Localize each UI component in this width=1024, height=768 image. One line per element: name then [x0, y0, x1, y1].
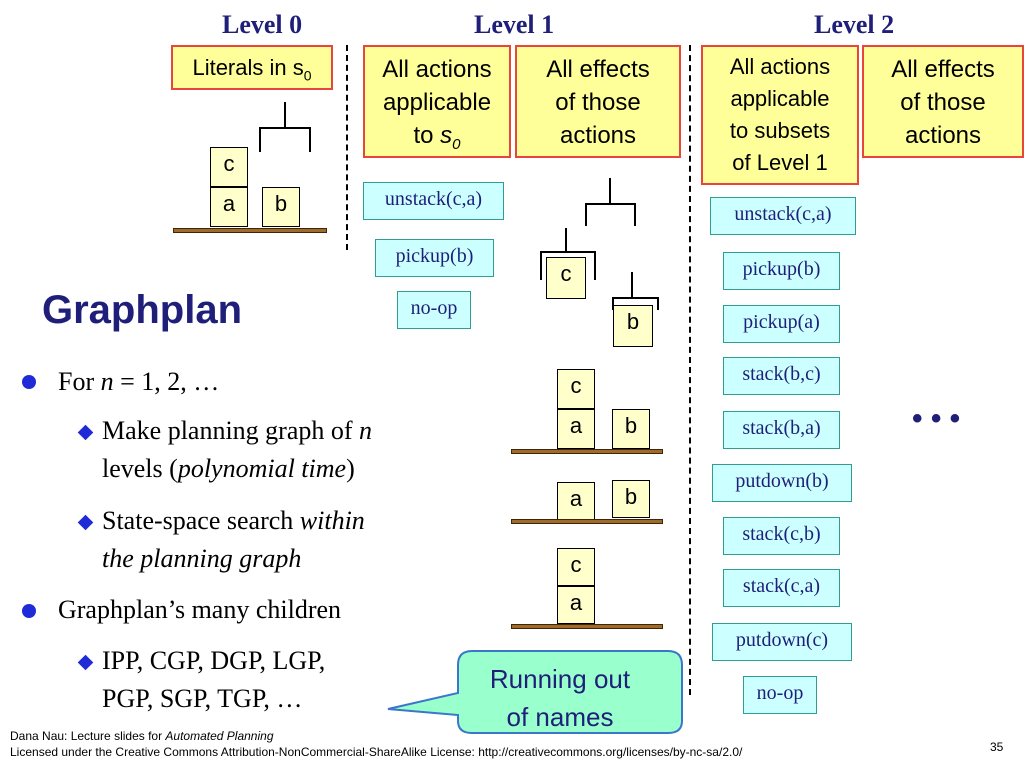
action-box: unstack(c,a) — [710, 197, 856, 235]
action-box: no-op — [743, 676, 817, 714]
sub-bullet-2-em2: the planning graph — [102, 543, 302, 573]
sub-bullet-1-n: n — [359, 416, 373, 445]
sub-bullet-1: Make planning graph of n levels (polynomi… — [102, 412, 372, 487]
level-2-heading: Level 2 — [814, 10, 895, 39]
level2-actions-line: applicable — [730, 86, 830, 111]
action-box: putdown(c) — [712, 623, 852, 661]
level1-effects-line: actions — [559, 122, 637, 149]
footer-line-1: Dana Nau: Lecture slides for Automated P… — [10, 729, 274, 743]
action-box: stack(c,b) — [723, 517, 840, 555]
block-b: b — [262, 187, 300, 227]
block-a: a — [557, 409, 595, 449]
footer-license: Licensed under the Creative Commons Attr… — [10, 745, 743, 759]
action-box: stack(c,a) — [723, 569, 840, 607]
level2-effects-line: actions — [904, 122, 982, 149]
bullet-icon — [22, 375, 36, 389]
gripper-icon — [612, 272, 659, 310]
bullet-1-pre: For — [58, 367, 101, 396]
level2-effects-line: of those — [900, 89, 986, 116]
level2-effects-note: All effects of those actions — [862, 45, 1024, 158]
table — [511, 449, 663, 454]
action-box: pickup(b) — [723, 252, 840, 290]
level-separator — [689, 45, 691, 695]
table — [511, 624, 663, 629]
action-box: pickup(a) — [723, 305, 840, 343]
bullet-2: Graphplan’s many children — [58, 595, 342, 624]
level2-actions-line: All actions — [729, 54, 831, 79]
level1-actions-line: applicable — [382, 89, 492, 116]
block-c: c — [210, 147, 248, 187]
block-c: c — [546, 257, 586, 299]
bullet-1: For n = 1, 2, … — [58, 363, 219, 401]
block-b: b — [612, 480, 650, 518]
action-box: putdown(b) — [712, 464, 852, 502]
sub-bullet-3-line1: IPP, CGP, DGP, LGP, — [102, 646, 326, 675]
level-separator — [346, 45, 348, 250]
sub-bullet-2: State-space search within the planning gr… — [102, 502, 365, 577]
block-c: c — [557, 548, 595, 586]
action-box: no-op — [397, 291, 471, 329]
sub-bullet-2-em1: within — [299, 506, 365, 535]
level1-effects-line: All effects — [546, 56, 650, 83]
level1-actions-note: All actions applicable to s0 — [363, 45, 511, 158]
sub-bullet-3: IPP, CGP, DGP, LGP, PGP, SGP, TGP, … — [102, 642, 325, 717]
sub-bullet-1-line2-pre: levels ( — [102, 453, 178, 483]
literals-note: Literals in s0 — [171, 45, 333, 90]
action-box: stack(b,c) — [723, 357, 840, 395]
callout-shape — [387, 650, 683, 734]
sub-bullet-1-pre: Make planning graph of — [102, 416, 360, 445]
callout-line: of names — [506, 702, 614, 732]
block-a: a — [557, 586, 595, 624]
diamond-bullet-icon — [77, 514, 94, 531]
bullet-icon — [22, 604, 36, 618]
level2-actions-line: to subsets — [729, 118, 831, 143]
bullet-1-post: = 1, 2, … — [113, 367, 220, 396]
level1-actions-to: to — [413, 122, 434, 149]
block-c: c — [557, 369, 595, 409]
ellipsis: • • • — [912, 402, 961, 435]
table — [173, 228, 327, 233]
slide-title: Graphplan — [42, 288, 243, 332]
sub-bullet-2-pre: State-space search — [102, 506, 300, 535]
footer-line-1-em: Automated Planning — [165, 729, 274, 743]
gripper-icon — [259, 102, 311, 152]
gripper-icon — [585, 178, 636, 226]
callout-text: Running out of names — [460, 660, 660, 736]
level2-effects-line: All effects — [891, 56, 995, 83]
level-0-heading: Level 0 — [222, 10, 303, 39]
level1-effects-line: of those — [555, 89, 641, 116]
block-b: b — [613, 305, 653, 347]
action-box: pickup(b) — [375, 239, 494, 277]
page-number: 35 — [990, 740, 1004, 754]
gripper-icon — [540, 228, 596, 280]
sub-bullet-3-line2: PGP, SGP, TGP, … — [102, 683, 303, 713]
level1-effects-note: All effects of those actions — [515, 45, 681, 158]
callout-line: Running out — [489, 664, 631, 694]
literals-note-text: Literals in s — [192, 55, 304, 80]
table — [511, 519, 663, 524]
diamond-bullet-icon — [77, 424, 94, 441]
level2-actions-line: of Level 1 — [732, 150, 828, 175]
level-1-heading: Level 1 — [474, 10, 555, 39]
level2-actions-note: All actions applicable to subsets of Lev… — [701, 45, 859, 185]
level1-actions-s: s — [440, 122, 453, 149]
sub-bullet-1-line2-post: ) — [346, 453, 355, 483]
action-box: unstack(c,a) — [363, 182, 504, 220]
action-box: stack(b,a) — [723, 411, 840, 449]
diamond-bullet-icon — [77, 654, 94, 671]
literals-note-subscript: 0 — [303, 67, 312, 84]
level1-actions-line: All actions — [382, 56, 492, 83]
footer-line-1-pre: Dana Nau: Lecture slides for — [10, 729, 166, 743]
level1-actions-s-subscript: 0 — [452, 135, 461, 153]
sub-bullet-1-line2-em: polynomial time — [177, 453, 347, 483]
bullet-1-n: n — [100, 367, 114, 396]
block-a: a — [557, 482, 595, 520]
block-b: b — [612, 409, 650, 449]
block-a: a — [210, 187, 248, 227]
